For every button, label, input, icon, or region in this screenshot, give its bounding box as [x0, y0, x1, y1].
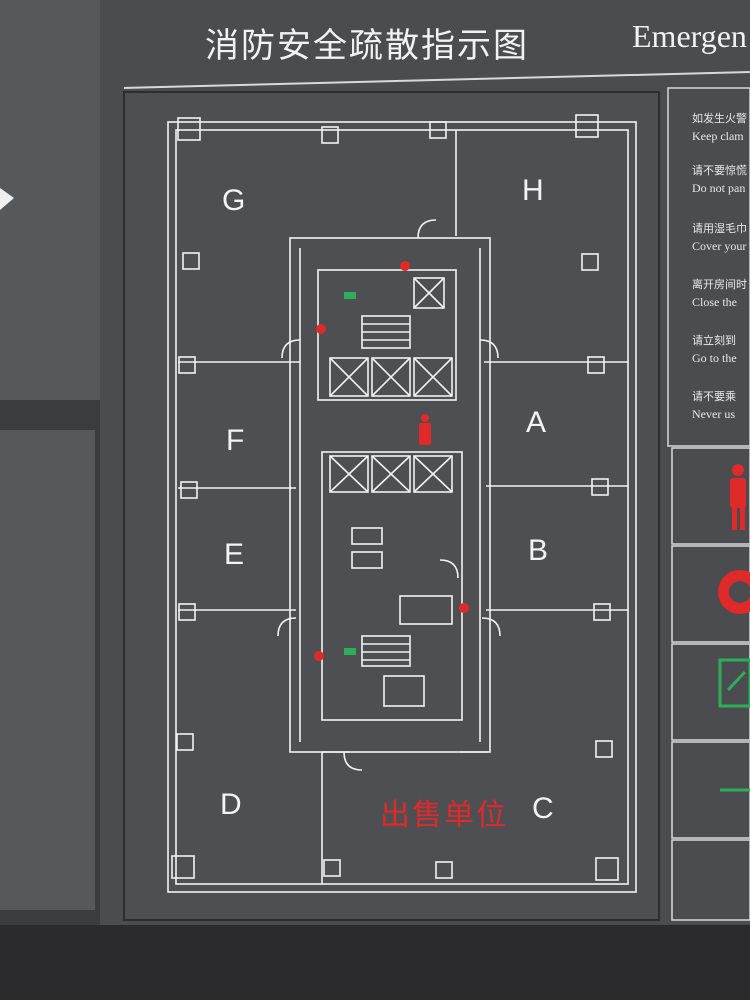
unit-label-d: D	[220, 788, 242, 821]
legend-box-4	[671, 741, 750, 839]
exit-icon	[344, 292, 356, 299]
fire-extinguisher-icon	[459, 603, 469, 613]
left-panel-upper	[0, 0, 100, 400]
unit-label-g: G	[222, 184, 246, 217]
legend-box-1	[671, 447, 750, 545]
fire-extinguisher-icon	[718, 570, 750, 614]
fire-extinguisher-icon	[400, 261, 410, 271]
floor	[0, 925, 750, 1000]
arrow-right-icon	[0, 188, 14, 210]
unit-label-e: E	[224, 538, 245, 571]
floor-plan	[167, 114, 637, 893]
unit-label-c: C	[532, 792, 554, 825]
unit-label-a: A	[526, 406, 547, 439]
instruction-box	[667, 87, 750, 447]
legend-box-3	[671, 643, 750, 741]
person-icon	[730, 464, 746, 530]
title-rule	[123, 71, 750, 89]
you-are-here-icon	[419, 414, 431, 445]
left-panel-lower	[0, 430, 95, 910]
unit-label-h: H	[522, 174, 544, 207]
sign-title: 消防安全疏散指示图	[205, 26, 529, 66]
legend-box-5	[671, 839, 750, 921]
unit-label-b: B	[528, 534, 549, 567]
exit-icon	[718, 658, 750, 708]
unit-label-f: F	[226, 424, 245, 457]
exit-icon	[344, 648, 356, 655]
sign-title-en: Emergen	[632, 18, 747, 54]
legend-box-2	[671, 545, 750, 643]
map-panel	[123, 91, 660, 921]
sale-label: 出售单位	[380, 798, 508, 833]
fire-extinguisher-icon	[314, 651, 324, 661]
fire-extinguisher-icon	[316, 324, 326, 334]
